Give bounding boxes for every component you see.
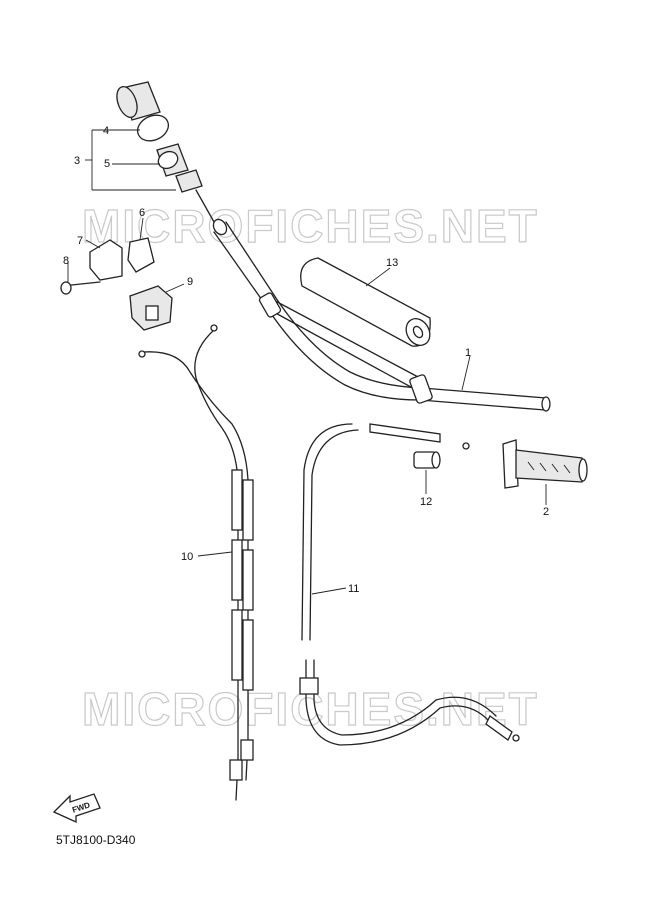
cable-a-sleeve [231,469,243,531]
clutch-cable-top-fitting [369,423,441,443]
crossbar-pad-body [300,257,431,347]
watermark-top: MICROFICHES.NET [82,200,539,252]
handlebar-crossbar-bottom [269,309,421,393]
callout-11: 11 [348,583,359,595]
handlebar-left-end [212,218,228,236]
grip-texture [539,462,547,472]
crossbar-pad [300,257,431,347]
housing-part-9-slot [145,305,159,321]
crossbar-pad-hole [412,325,424,339]
diagram-code: 5TJ8100-D340 [56,833,136,847]
grip-texture [551,463,559,473]
clutch-cable-inner [301,423,353,641]
clutch-cable-boot [299,677,319,695]
handlebar-lower-edge [225,221,547,399]
clutch-cable-lower-a [305,659,491,746]
callout-7: 7 [77,235,83,247]
callout-3: 3 [74,155,80,167]
handlebar-upper-edge [213,231,546,411]
callouts: 1 2 3 4 5 6 7 8 9 10 11 12 13 [63,125,549,595]
throttle-grip-flange [502,439,519,489]
clutch-cable-top-end [462,442,470,450]
fwd-arrow-icon [52,793,101,824]
grip-texture [527,461,535,471]
cable-a-sleeve [231,539,243,601]
throttle-grip-end [578,458,588,482]
callout-2: 2 [543,506,549,518]
cable-a-adjuster [229,759,243,781]
callout-1: 1 [465,347,471,359]
callout-9: 9 [187,276,193,288]
callout-13: 13 [386,257,398,269]
clutch-cable-end [512,734,520,742]
grip-flange-part-4 [136,114,170,142]
left-grip-end [116,86,138,118]
handlebar-crossbar-top [265,295,421,379]
throttle-grip [502,439,588,489]
screw-head-part-8 [60,281,72,295]
clutch-cable-outer [309,429,359,641]
cable-a-sleeve [231,609,243,681]
cable-adjuster-part-12-end [431,451,441,469]
throttle-cable-a [194,329,239,801]
throttle-grip-body [515,449,586,483]
throttle-cable-b [143,351,249,781]
grip-centerline [195,189,215,223]
cable-b-sleeve [242,479,254,541]
cable-b-sleeve [242,549,254,611]
left-grip-assembly [116,81,215,223]
callout-12: 12 [420,496,432,508]
cable-b-adjuster [240,739,254,761]
handlebar-right-end [541,396,551,412]
housing-half-part-7 [89,239,123,281]
grip-collar [175,169,203,193]
callout-6: 6 [139,207,145,219]
cable-b-sleeve [242,619,254,691]
cable-a-end [210,324,218,332]
throttle-cables [138,324,254,801]
crossbar-clamp-left [258,292,282,318]
cable-b-end [138,350,146,358]
clutch-cable-lower-b [313,659,497,736]
handlebar [212,218,551,412]
callout-10: 10 [181,551,193,563]
callout-4: 4 [103,125,109,137]
callout-5: 5 [104,158,110,170]
grip-texture [563,464,571,474]
housing-clip-part-6 [127,237,155,273]
clutch-cable-end-fitting [485,715,513,741]
switch-housing-parts [60,237,173,331]
callout-8: 8 [63,255,69,267]
crossbar-clamp-right [409,374,433,404]
forward-direction-marker: FWD [52,793,101,824]
leader-lines [67,129,547,595]
clutch-cable [299,423,520,746]
